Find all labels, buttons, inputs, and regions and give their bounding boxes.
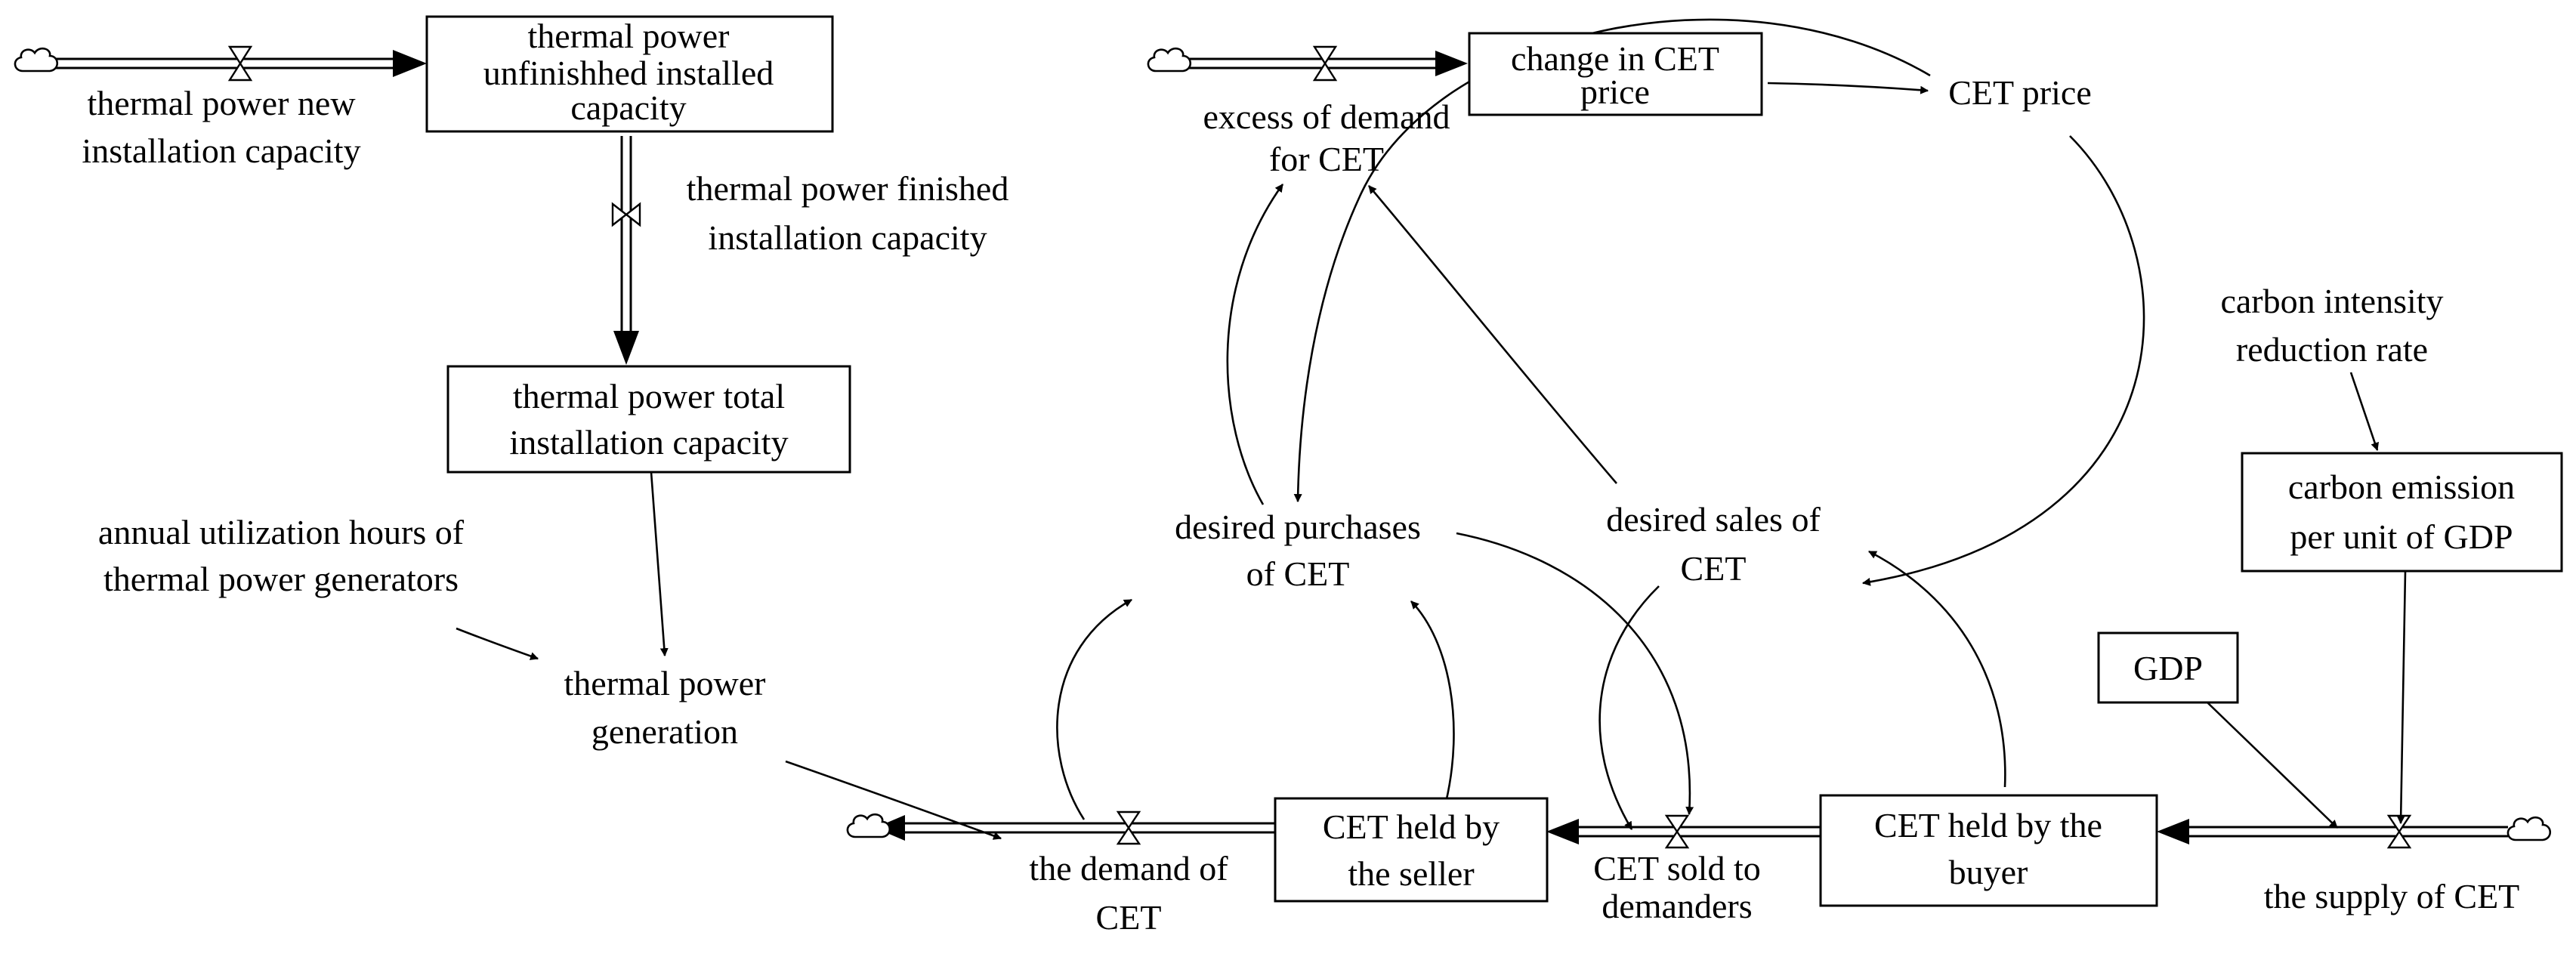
flow-label-demand: the demand of CET: [1029, 849, 1228, 937]
stock-unfinished-capacity: thermal power unfinishhed installed capa…: [425, 15, 834, 133]
svg-text:generation: generation: [591, 712, 738, 751]
link-reduction-to-emission: [2349, 372, 2380, 452]
svg-text:installation capacity: installation capacity: [82, 131, 360, 170]
svg-text:annual utilization hours of: annual utilization hours of: [98, 513, 465, 551]
valve-finished-installation: [611, 202, 641, 227]
svg-text:excess of demand: excess of demand: [1203, 97, 1450, 136]
var-cet-price: CET price: [1948, 73, 2091, 112]
flow-label-excess-demand: excess of demand for CET: [1203, 97, 1450, 178]
link-sales-to-excess: [1368, 185, 1617, 484]
stock-gdp-label: GDP: [2133, 649, 2203, 687]
svg-text:thermal power generators: thermal power generators: [103, 560, 459, 598]
link-utilization-to-generation: [456, 627, 539, 660]
svg-text:CET price: CET price: [1948, 73, 2091, 112]
svg-text:thermal power: thermal power: [564, 664, 766, 702]
svg-text:desired sales of: desired sales of: [1606, 500, 1821, 539]
stock-seller-line-2: the seller: [1348, 854, 1474, 893]
svg-text:carbon intensity: carbon intensity: [2220, 282, 2443, 320]
svg-text:thermal power new: thermal power new: [87, 84, 356, 122]
stock-carbon-emission-per-gdp: carbon emission per unit of GDP: [2241, 452, 2563, 573]
valve-new-installation: [227, 45, 253, 82]
flow-label-sold: CET sold to demanders: [1593, 849, 1761, 925]
var-desired-sales: desired sales of CET: [1606, 500, 1821, 588]
stock-emission-line-1: carbon emission: [2288, 468, 2515, 506]
stock-cet-held-by-buyer: CET held by the buyer: [1819, 794, 2158, 907]
link-demand-to-purchases: [1056, 598, 1132, 820]
pipe-demand: [875, 815, 1275, 841]
stock-unfinished-line-2: unfinishhed installed: [483, 54, 774, 92]
stock-unfinished-line-1: thermal power: [528, 17, 730, 55]
svg-text:CET: CET: [1096, 898, 1162, 937]
pipe-sold: [1546, 819, 1821, 844]
link-emission-to-supply: [2396, 571, 2407, 825]
pipe-supply: [2157, 819, 2508, 844]
stock-buyer-line-2: buyer: [1949, 853, 2028, 891]
flow-label-supply: the supply of CET: [2264, 877, 2520, 915]
svg-text:reduction rate: reduction rate: [2236, 330, 2428, 369]
stock-change-price-line-2: price: [1580, 73, 1650, 111]
valve-excess-demand: [1312, 45, 1338, 82]
link-generation-to-demand: [785, 760, 1002, 840]
svg-text:for CET: for CET: [1269, 140, 1384, 178]
pipe-new-installation: [54, 50, 427, 77]
stock-total-capacity: thermal power total installation capacit…: [446, 365, 851, 474]
svg-text:installation capacity: installation capacity: [708, 218, 987, 257]
cloud-source-supply: [2507, 816, 2552, 841]
svg-text:desired purchases: desired purchases: [1175, 508, 1421, 546]
svg-text:demanders: demanders: [1602, 887, 1752, 925]
flow-label-finished-installation: thermal power finished installation capa…: [687, 169, 1009, 257]
var-annual-utilization-hours: annual utilization hours of thermal powe…: [98, 513, 465, 598]
valve-demand: [1116, 810, 1141, 845]
stock-change-in-cet-price: change in CET price: [1468, 32, 1763, 116]
stock-seller-line-1: CET held by: [1323, 807, 1500, 846]
svg-text:CET sold to: CET sold to: [1593, 849, 1761, 888]
link-price-to-sales: [1861, 135, 2145, 586]
link-price-to-purchases: [1293, 18, 1931, 503]
pipe-finished-installation: [613, 136, 639, 365]
stock-cet-held-by-seller: CET held by the seller: [1274, 797, 1549, 903]
cloud-sink-demand: [846, 813, 891, 838]
flow-label-new-installation: thermal power new installation capacity: [82, 84, 360, 170]
stock-total-line-2: installation capacity: [509, 423, 788, 462]
link-seller-to-purchases: [1410, 600, 1455, 803]
svg-text:the demand of: the demand of: [1029, 849, 1228, 888]
cloud-source-new-installation: [14, 47, 59, 73]
cloud-source-excess-demand: [1147, 47, 1192, 73]
link-sales-to-sold: [1598, 585, 1660, 830]
stock-total-line-1: thermal power total: [513, 377, 785, 415]
link-gdp-to-supply: [2207, 702, 2338, 829]
stock-change-price-line-1: change in CET: [1511, 39, 1719, 78]
stock-unfinished-line-3: capacity: [570, 88, 686, 127]
svg-text:CET: CET: [1681, 549, 1747, 588]
stock-emission-line-2: per unit of GDP: [2290, 517, 2513, 556]
link-purchases-to-excess: [1226, 184, 1284, 505]
svg-text:thermal power finished: thermal power finished: [687, 169, 1009, 208]
valve-sold: [1664, 814, 1690, 849]
valve-supply: [2386, 814, 2412, 849]
svg-text:the supply of CET: the supply of CET: [2264, 877, 2520, 915]
stock-buyer-line-1: CET held by the: [1874, 806, 2102, 844]
svg-text:of CET: of CET: [1246, 554, 1350, 593]
link-buyer-to-sales: [1868, 550, 2006, 788]
link-total-to-generation: [650, 471, 669, 657]
stock-gdp: GDP: [2097, 631, 2239, 704]
var-thermal-power-generation: thermal power generation: [564, 664, 766, 751]
var-carbon-intensity-reduction-rate: carbon intensity reduction rate: [2220, 282, 2443, 369]
var-desired-purchases: desired purchases of CET: [1175, 508, 1421, 593]
link-change-price-to-price: [1767, 82, 1929, 94]
link-purchases-to-sold: [1456, 532, 1694, 816]
pipe-excess-demand: [1185, 51, 1468, 76]
